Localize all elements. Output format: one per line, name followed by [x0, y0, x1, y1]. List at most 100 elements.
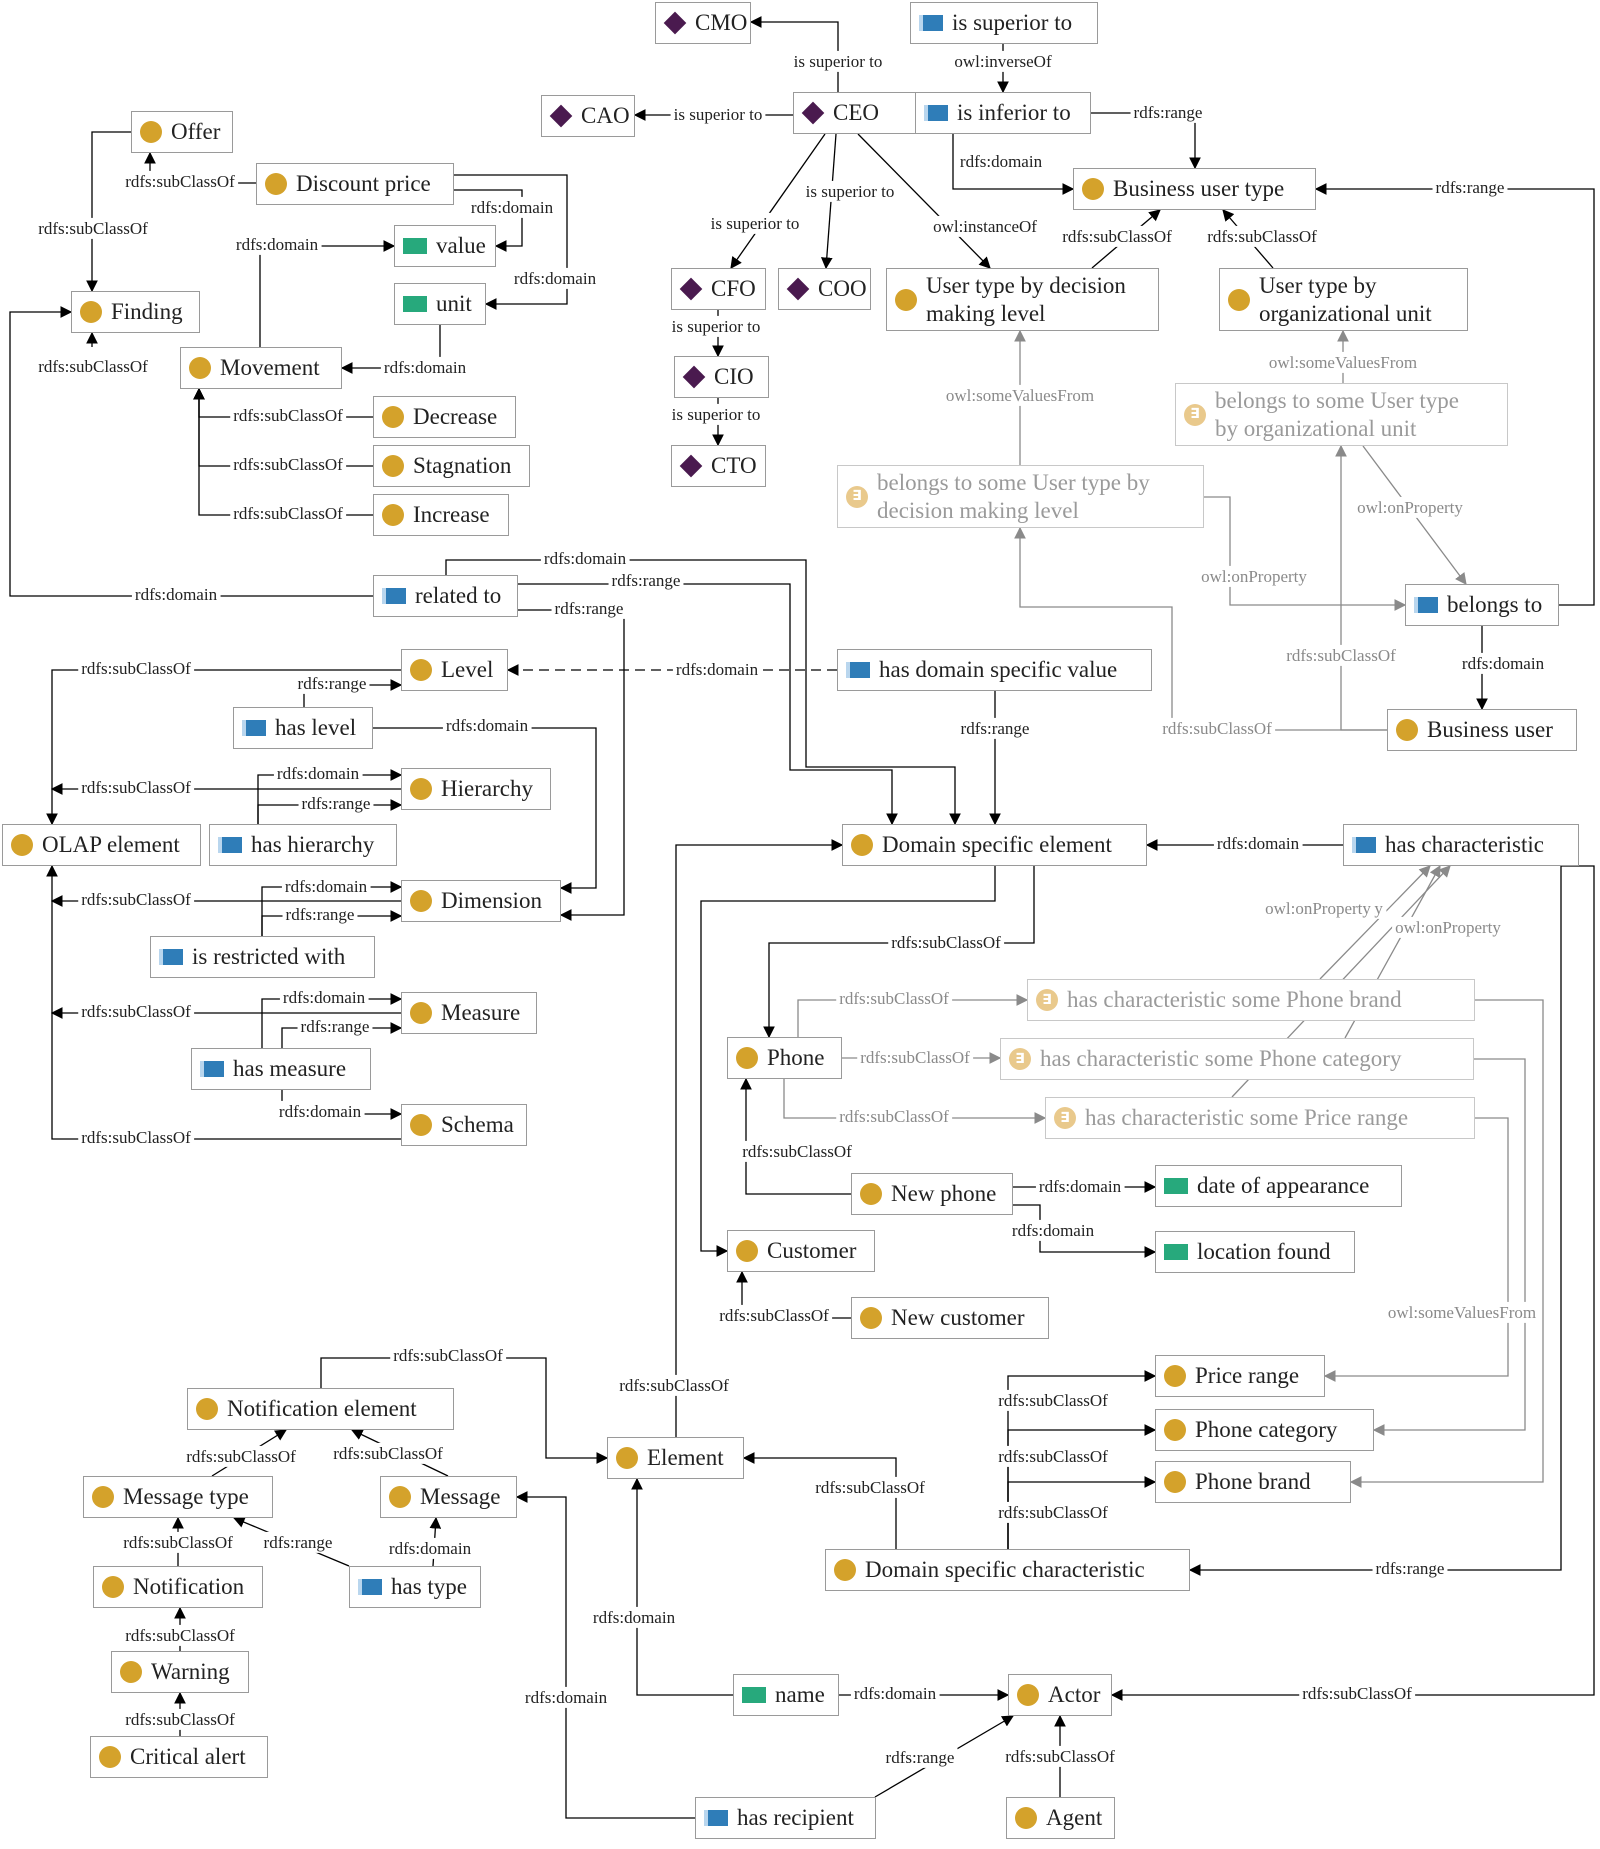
node-is-inferior-to[interactable]: is inferior to [915, 92, 1091, 134]
node-customer[interactable]: Customer [727, 1230, 875, 1272]
node-hc-price[interactable]: ∃has characteristic some Price range [1045, 1097, 1475, 1139]
node-related-to[interactable]: related to [373, 575, 518, 617]
edge-label: rdfs:subClassOf [839, 989, 949, 1008]
node-hc-brand[interactable]: ∃has characteristic some Phone brand [1027, 979, 1475, 1021]
node-cmo[interactable]: CMO [655, 2, 751, 44]
node-has-type[interactable]: has type [349, 1566, 481, 1608]
node-measure[interactable]: Measure [401, 992, 537, 1034]
edge-label: rdfs:range [298, 674, 367, 693]
edge-label: rdfs:domain [236, 235, 319, 254]
node-critical[interactable]: Critical alert [90, 1736, 268, 1778]
node-label: User type by decision making level [926, 272, 1126, 326]
node-belongs-org[interactable]: ∃belongs to some User type by organizati… [1175, 383, 1508, 446]
node-notif-elem[interactable]: Notification element [187, 1388, 454, 1430]
node-label: Discount price [296, 171, 431, 197]
node-phone-brand[interactable]: Phone brand [1155, 1461, 1351, 1503]
node-hc-cat[interactable]: ∃has characteristic some Phone category [1000, 1038, 1474, 1080]
node-schema[interactable]: Schema [401, 1104, 527, 1146]
node-business-user-type[interactable]: Business user type [1073, 168, 1316, 210]
edge-label: rdfs:domain [525, 1688, 608, 1707]
class-circle-icon [736, 1240, 758, 1262]
edge-label-bg [1283, 644, 1400, 666]
node-increase[interactable]: Increase [373, 494, 509, 536]
node-ceo[interactable]: CEO [793, 92, 916, 134]
edge-label: rdfs:subClassOf [81, 890, 191, 909]
node-unit[interactable]: unit [394, 283, 486, 325]
object-property-icon [382, 588, 406, 604]
node-phone[interactable]: Phone [727, 1037, 842, 1079]
node-movement[interactable]: Movement [180, 347, 342, 389]
edge-label: rdfs:domain [1039, 1177, 1122, 1196]
node-name[interactable]: name [733, 1674, 839, 1716]
node-hierarchy[interactable]: Hierarchy [401, 768, 551, 810]
node-location[interactable]: location found [1155, 1231, 1355, 1273]
edge-label: rdfs:domain [135, 585, 218, 604]
node-cfo[interactable]: CFO [671, 268, 766, 310]
node-ut-decision[interactable]: User type by decision making level [886, 268, 1159, 331]
node-label: Dimension [441, 888, 542, 914]
node-element[interactable]: Element [607, 1437, 744, 1479]
node-label: location found [1197, 1239, 1331, 1265]
node-ut-org[interactable]: User type by organizational unit [1219, 268, 1468, 331]
node-notification[interactable]: Notification [93, 1566, 263, 1608]
edge-label: rdfs:domain [960, 152, 1043, 171]
edge-label-bg [35, 217, 152, 239]
node-label: is superior to [952, 10, 1073, 36]
node-has-hierarchy[interactable]: has hierarchy [209, 824, 397, 866]
edge-label-bg [232, 233, 322, 255]
node-offer[interactable]: Offer [131, 111, 233, 153]
node-date-app[interactable]: date of appearance [1155, 1165, 1402, 1207]
node-business-user[interactable]: Business user [1387, 709, 1577, 751]
node-agent[interactable]: Agent [1006, 1797, 1115, 1839]
node-has-char[interactable]: has characteristic [1343, 824, 1579, 866]
node-cio[interactable]: CIO [674, 356, 769, 398]
node-phone-cat[interactable]: Phone category [1155, 1409, 1374, 1451]
node-belongs-to[interactable]: belongs to [1405, 584, 1559, 626]
node-has-dsv[interactable]: has domain specific value [837, 649, 1152, 691]
node-is-restricted[interactable]: is restricted with [150, 936, 375, 978]
node-decrease[interactable]: Decrease [373, 396, 516, 438]
class-circle-icon [265, 173, 287, 195]
edge-label: rdfs:subClassOf [998, 1447, 1108, 1466]
node-olap[interactable]: OLAP element [2, 824, 201, 866]
node-dse[interactable]: Domain specific element [842, 824, 1147, 866]
node-dimension[interactable]: Dimension [401, 880, 561, 922]
edge-label-bg [35, 355, 152, 377]
edge-label: rdfs:range [961, 719, 1030, 738]
class-circle-icon [196, 1398, 218, 1420]
edge-label-bg [1392, 916, 1505, 938]
edge-is_inferior_to-business_user_type [952, 134, 1075, 195]
node-new-phone[interactable]: New phone [851, 1173, 1013, 1215]
node-value[interactable]: value [394, 225, 496, 267]
node-label: Element [647, 1445, 724, 1471]
node-is-superior-to[interactable]: is superior to [910, 2, 1098, 44]
node-message[interactable]: Message [380, 1476, 517, 1518]
edge-label-bg [589, 1606, 679, 1628]
node-has-level[interactable]: has level [233, 707, 373, 749]
node-new-customer[interactable]: New customer [851, 1297, 1049, 1339]
edge-label: rdfs:subClassOf [38, 357, 148, 376]
node-message-type[interactable]: Message type [83, 1476, 273, 1518]
node-dsc[interactable]: Domain specific characteristic [825, 1549, 1190, 1591]
node-label: has level [275, 715, 357, 741]
node-finding[interactable]: Finding [71, 291, 200, 333]
node-level[interactable]: Level [401, 649, 508, 691]
node-cao[interactable]: CAO [541, 95, 635, 137]
node-label: Actor [1048, 1682, 1101, 1708]
node-belongs-dec[interactable]: ∃belongs to some User type by decision m… [837, 465, 1204, 528]
edge-label: rdfs:subClassOf [1162, 719, 1272, 738]
node-has-recipient[interactable]: has recipient [695, 1797, 876, 1839]
class-circle-icon [616, 1447, 638, 1469]
node-has-measure[interactable]: has measure [191, 1048, 371, 1090]
edge-label-bg [78, 888, 195, 910]
node-label: CAO [581, 103, 630, 129]
node-discount-price[interactable]: Discount price [256, 163, 454, 205]
node-warning[interactable]: Warning [111, 1651, 249, 1693]
edge-label-bg [279, 986, 369, 1008]
node-stagnation[interactable]: Stagnation [373, 445, 530, 487]
node-coo[interactable]: COO [778, 268, 871, 310]
node-actor[interactable]: Actor [1008, 1674, 1112, 1716]
node-cto[interactable]: CTO [671, 445, 766, 487]
class-circle-icon [410, 659, 432, 681]
node-price-range[interactable]: Price range [1155, 1355, 1325, 1397]
